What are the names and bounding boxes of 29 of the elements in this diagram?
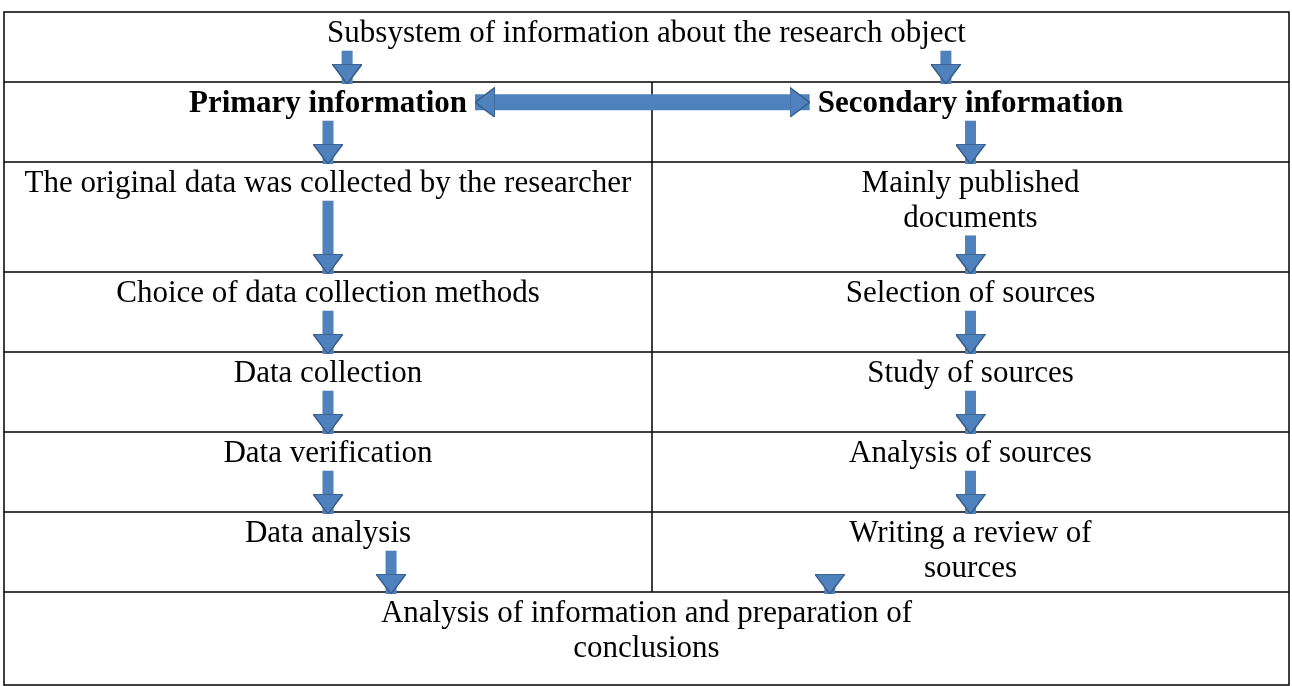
block-arrow — [331, 50, 363, 85]
step-text: Data analysis — [244, 515, 412, 550]
double-block-arrow — [474, 86, 811, 119]
table-heading: Subsystem of information about the research object — [327, 15, 966, 50]
step-text: Analysis of sources — [849, 435, 1092, 470]
block-arrow — [375, 550, 407, 595]
block-arrow — [930, 50, 962, 85]
step-text: The original data was collected by the researcher — [24, 165, 632, 200]
block-arrow — [312, 200, 344, 275]
step-text: Choice of data collection methods — [116, 275, 540, 310]
block-arrow — [954, 310, 987, 355]
block-arrow — [312, 470, 344, 515]
step-text: Selection of sources — [845, 275, 1096, 310]
block-arrow — [312, 390, 344, 435]
block-arrow — [312, 310, 344, 355]
column-heading: Primary information — [188, 85, 468, 120]
block-arrow — [954, 120, 987, 165]
block-arrow — [814, 573, 846, 595]
step-text: Mainly published documents — [809, 165, 1132, 235]
step-text: Study of sources — [867, 355, 1074, 390]
block-arrow — [312, 120, 344, 165]
block-arrow — [954, 390, 987, 435]
step-text: Data collection — [233, 355, 423, 390]
block-arrow — [954, 470, 987, 515]
column-heading: Secondary information — [817, 85, 1124, 120]
step-text: Writing a review of sources — [809, 515, 1132, 585]
step-text: Analysis of information and preparation of conclusions — [323, 595, 970, 665]
block-arrow — [954, 235, 987, 275]
step-text: Data verification — [223, 435, 433, 470]
